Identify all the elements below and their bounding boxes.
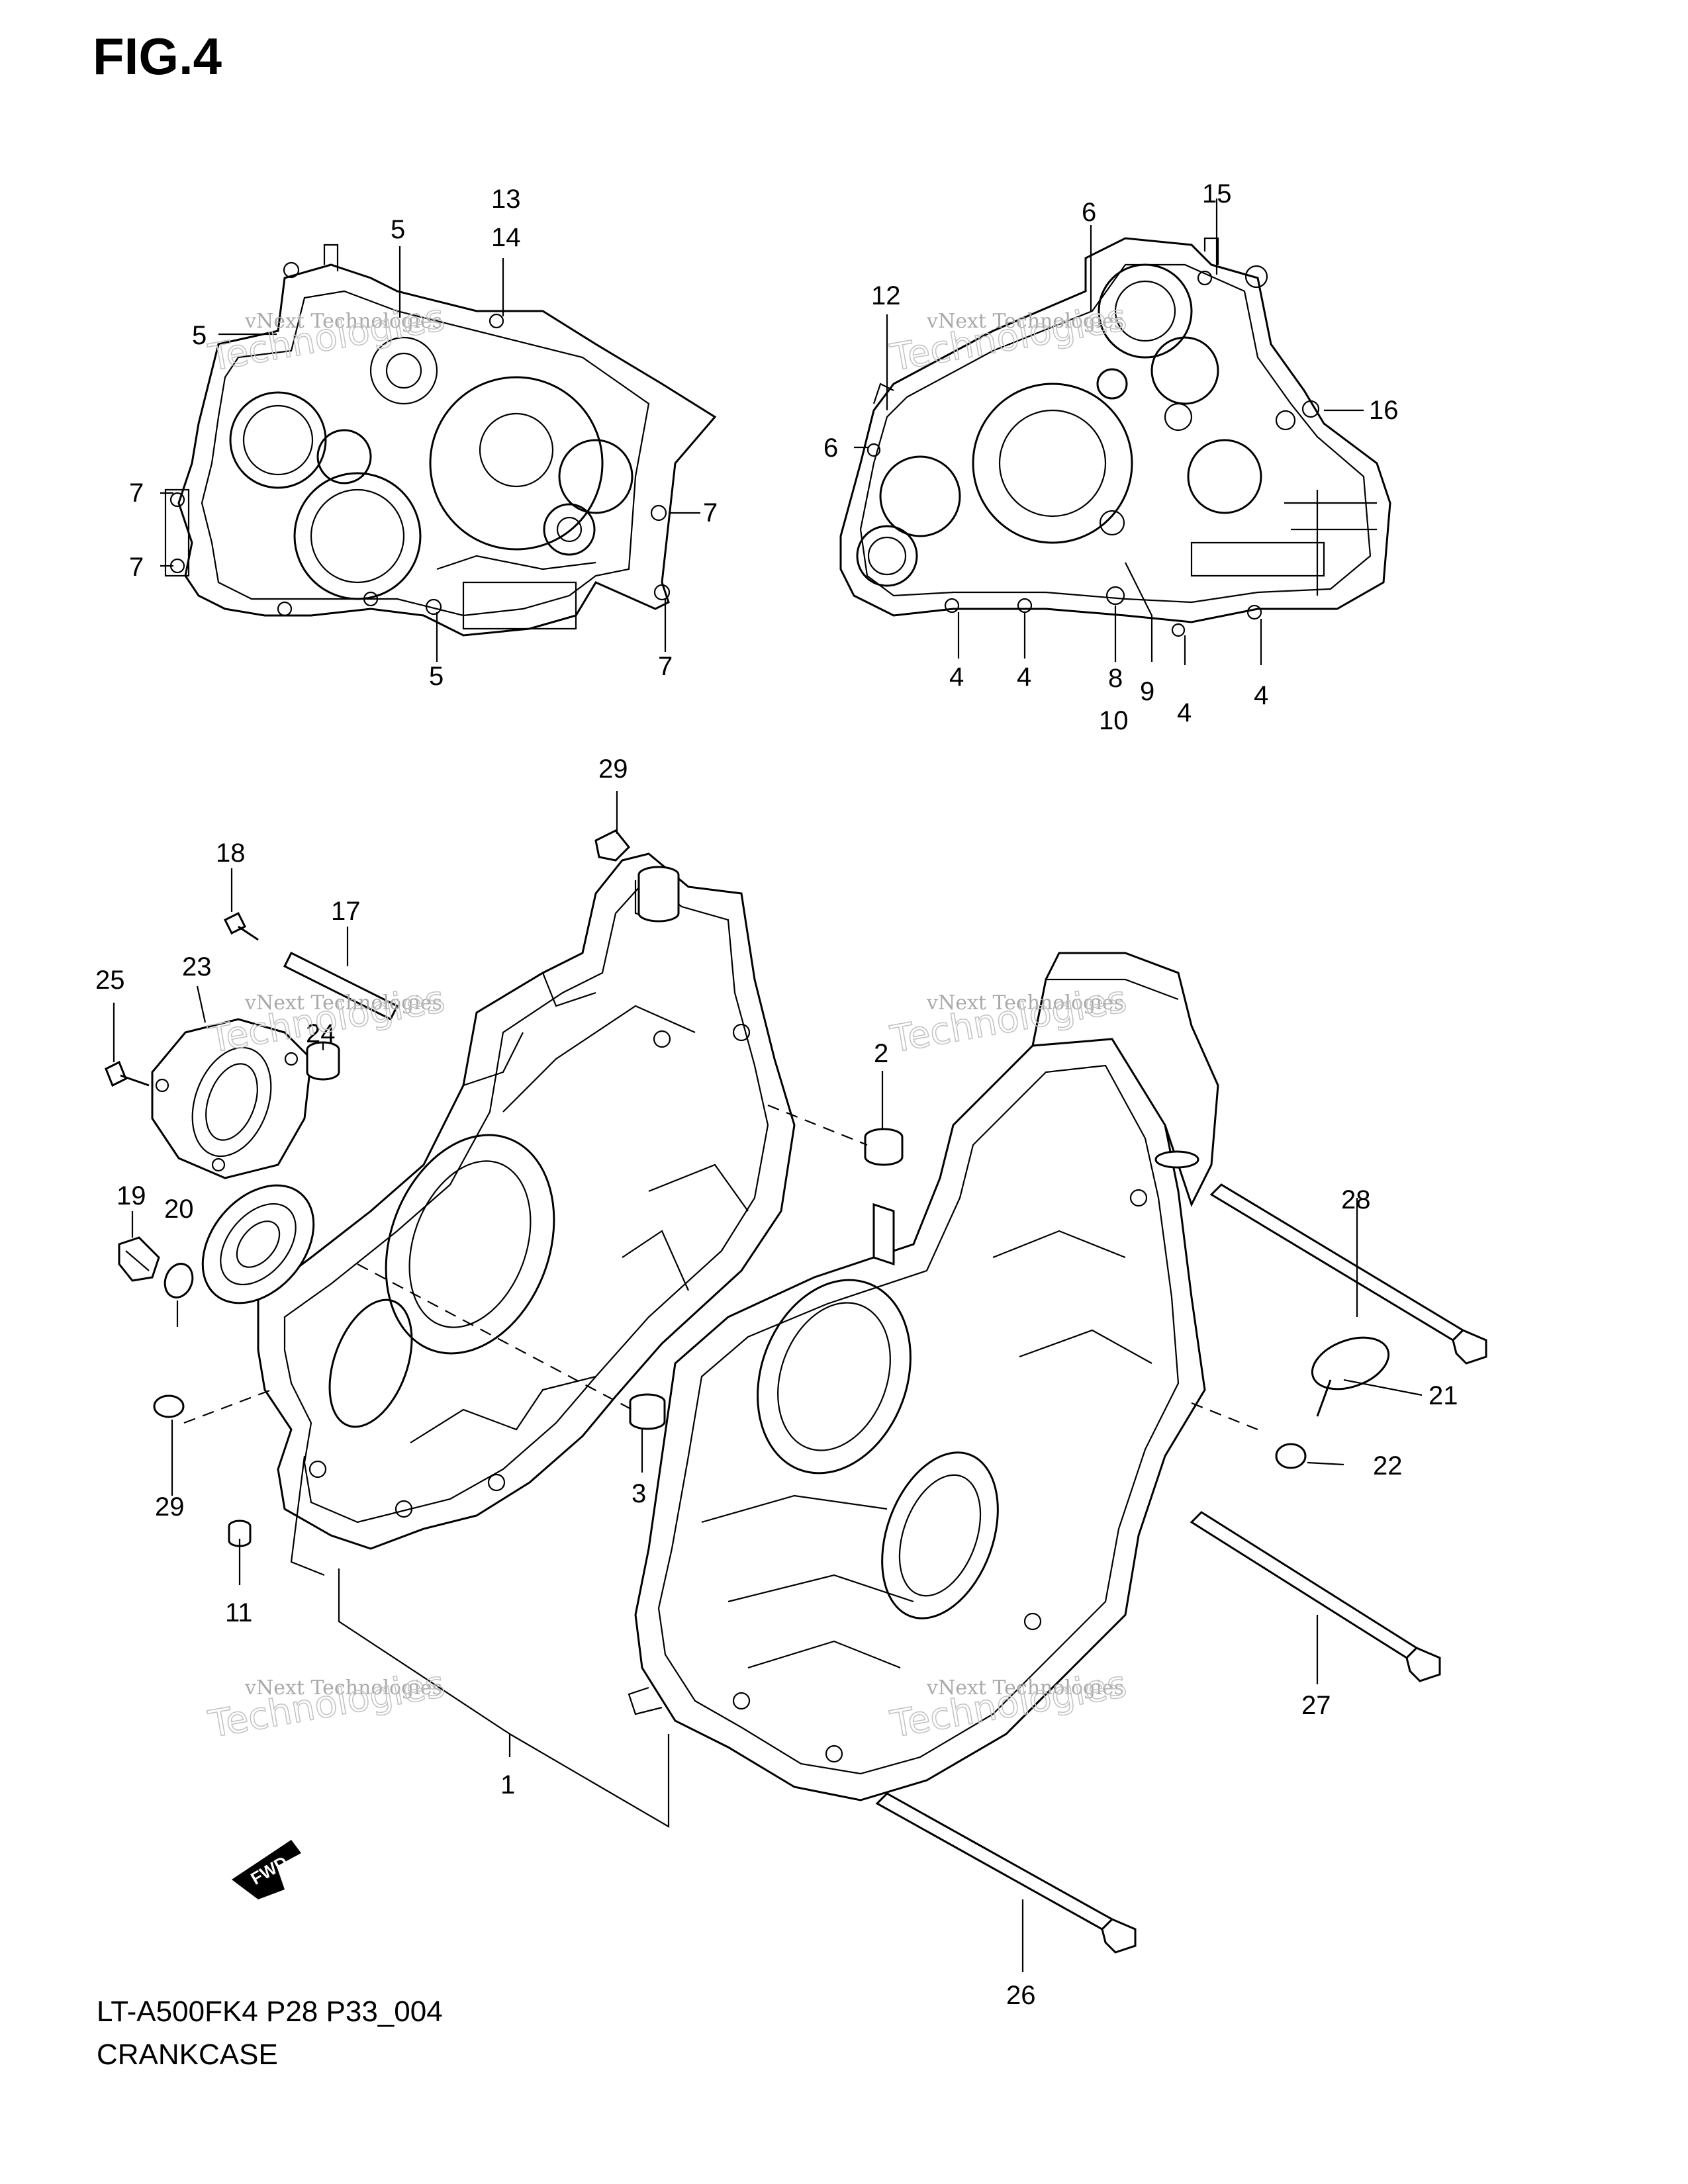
- callout-4d: 4: [1254, 681, 1268, 710]
- callout-16: 16: [1369, 396, 1399, 425]
- watermark-outline: Technologies: [887, 296, 1130, 380]
- crankcase-right-half: [628, 1038, 1206, 1801]
- figure-title: FIG.4: [93, 27, 222, 85]
- oil-seal-retainer-23: [151, 1018, 312, 1179]
- footer-section-name: CRANKCASE: [97, 2038, 278, 2071]
- callout-6b: 6: [1082, 198, 1096, 227]
- oil-filler-cap-21: [1311, 1336, 1390, 1417]
- gasket-20: [164, 1263, 194, 1298]
- callout-21: 21: [1429, 1381, 1458, 1410]
- callout-18: 18: [216, 839, 246, 868]
- watermark-outline: Technologies: [205, 1662, 448, 1747]
- callout-29b: 29: [155, 1492, 185, 1522]
- callout-15: 15: [1202, 179, 1232, 208]
- callout-7a: 7: [129, 478, 144, 508]
- watermark-text: vNext Technologies: [244, 991, 442, 1015]
- callout-4b: 4: [1017, 662, 1031, 692]
- watermark-outline: Technologies: [887, 978, 1130, 1062]
- bolt-29-lower: [153, 1394, 185, 1418]
- callout-17: 17: [331, 897, 361, 926]
- callout-6a: 6: [823, 433, 838, 463]
- footer-model-code: LT-A500FK4 P28 P33_004: [97, 1995, 443, 2028]
- callout-9: 9: [1140, 677, 1154, 706]
- callout-7d: 7: [658, 652, 673, 681]
- left-crankcase-half-view: [164, 244, 717, 637]
- callout-3: 3: [632, 1479, 646, 1508]
- oil-seal-ring: [201, 1184, 315, 1304]
- bolt-29-upper: [594, 829, 631, 862]
- watermark-text: vNext Technologies: [926, 310, 1124, 333]
- callout-8: 8: [1108, 664, 1123, 693]
- dowel-pin-2: [864, 1128, 904, 1166]
- callout-26: 26: [1006, 1981, 1036, 2010]
- bolt-18: [223, 911, 259, 941]
- callout-13: 13: [491, 185, 521, 214]
- crankcase-right-half-upper: [1031, 952, 1219, 1207]
- callout-1: 1: [500, 1770, 515, 1799]
- oil-drain-plug-19: [118, 1236, 160, 1282]
- bolt-28: [1209, 1183, 1487, 1365]
- callout-24: 24: [306, 1019, 336, 1048]
- callout-7b: 7: [129, 553, 144, 582]
- pipe-17: [283, 951, 399, 1021]
- callout-5b: 5: [192, 321, 207, 350]
- callout-10: 10: [1099, 706, 1129, 735]
- leader-lines: [113, 199, 1423, 1972]
- callout-22: 22: [1373, 1451, 1403, 1480]
- callout-29a: 29: [598, 754, 628, 784]
- assembly-line-cap-21: [1191, 1402, 1258, 1431]
- callout-4c: 4: [1177, 698, 1192, 727]
- watermark-text: vNext Technologies: [926, 1676, 1124, 1700]
- callout-28: 28: [1341, 1185, 1371, 1214]
- callout-19: 19: [117, 1181, 146, 1210]
- callout-5c: 5: [429, 662, 444, 691]
- callout-7c: 7: [703, 498, 718, 527]
- bolt-27: [1190, 1511, 1441, 1682]
- forward-direction-arrow: FWD: [232, 1840, 301, 1899]
- assembly-line-dowel-2: [767, 1104, 868, 1146]
- callout-12: 12: [871, 281, 901, 310]
- plug-11: [228, 1520, 252, 1547]
- callout-20: 20: [164, 1195, 194, 1224]
- callout-5a: 5: [391, 215, 405, 244]
- callout-2: 2: [874, 1039, 888, 1068]
- callout-14: 14: [491, 223, 521, 252]
- callout-27: 27: [1301, 1691, 1331, 1720]
- dowel-pin-3: [629, 1393, 666, 1430]
- assembly-line-bolt-29: [183, 1388, 272, 1424]
- watermark-text: vNext Technologies: [244, 1676, 442, 1700]
- crankcase-left-half: [257, 852, 796, 1576]
- assembly-line-dowel-3: [357, 1263, 633, 1410]
- watermark-text: vNext Technologies: [244, 310, 442, 333]
- watermark-outline: Technologies: [205, 296, 448, 380]
- o-ring-22: [1275, 1443, 1307, 1469]
- watermark-outline: Technologies: [887, 1662, 1130, 1747]
- callout-numbers: 13 14 5 5 7 7 7 7 5 12 6 6 15 16 4 4 8 1…: [95, 179, 1458, 2010]
- callout-23: 23: [182, 952, 212, 981]
- callout-4a: 4: [949, 662, 964, 692]
- callout-25: 25: [95, 966, 125, 995]
- bolt-25: [105, 1060, 150, 1087]
- callout-11: 11: [225, 1598, 253, 1627]
- bolt-26: [875, 1792, 1137, 1954]
- right-crankcase-half-view: [839, 237, 1391, 637]
- watermark-text: vNext Technologies: [926, 991, 1124, 1015]
